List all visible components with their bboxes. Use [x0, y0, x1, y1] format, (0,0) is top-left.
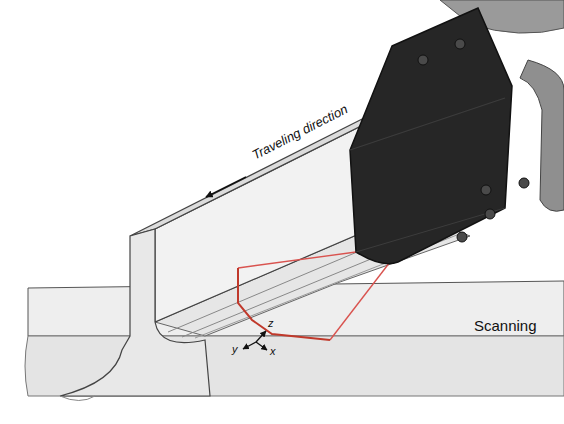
laser-profile [238, 268, 330, 340]
robot-arm [520, 60, 564, 211]
z-axis [256, 331, 266, 342]
scanner-bolts [418, 39, 529, 242]
axis-label: y [232, 344, 238, 355]
laser-beam [238, 252, 356, 268]
laser-scanner [350, 8, 512, 264]
travel-arrow [206, 177, 246, 197]
plate-end-section [60, 229, 210, 396]
laser-beam [330, 262, 390, 340]
x-axis [256, 342, 267, 350]
scanning-label: Scanning [474, 318, 537, 333]
y-axis [243, 342, 256, 349]
scanner-edge [350, 98, 505, 150]
axis-label: x [270, 346, 276, 357]
fillet-edge [60, 396, 95, 401]
axis-label: z [268, 318, 274, 329]
scanner-edge [356, 208, 505, 252]
